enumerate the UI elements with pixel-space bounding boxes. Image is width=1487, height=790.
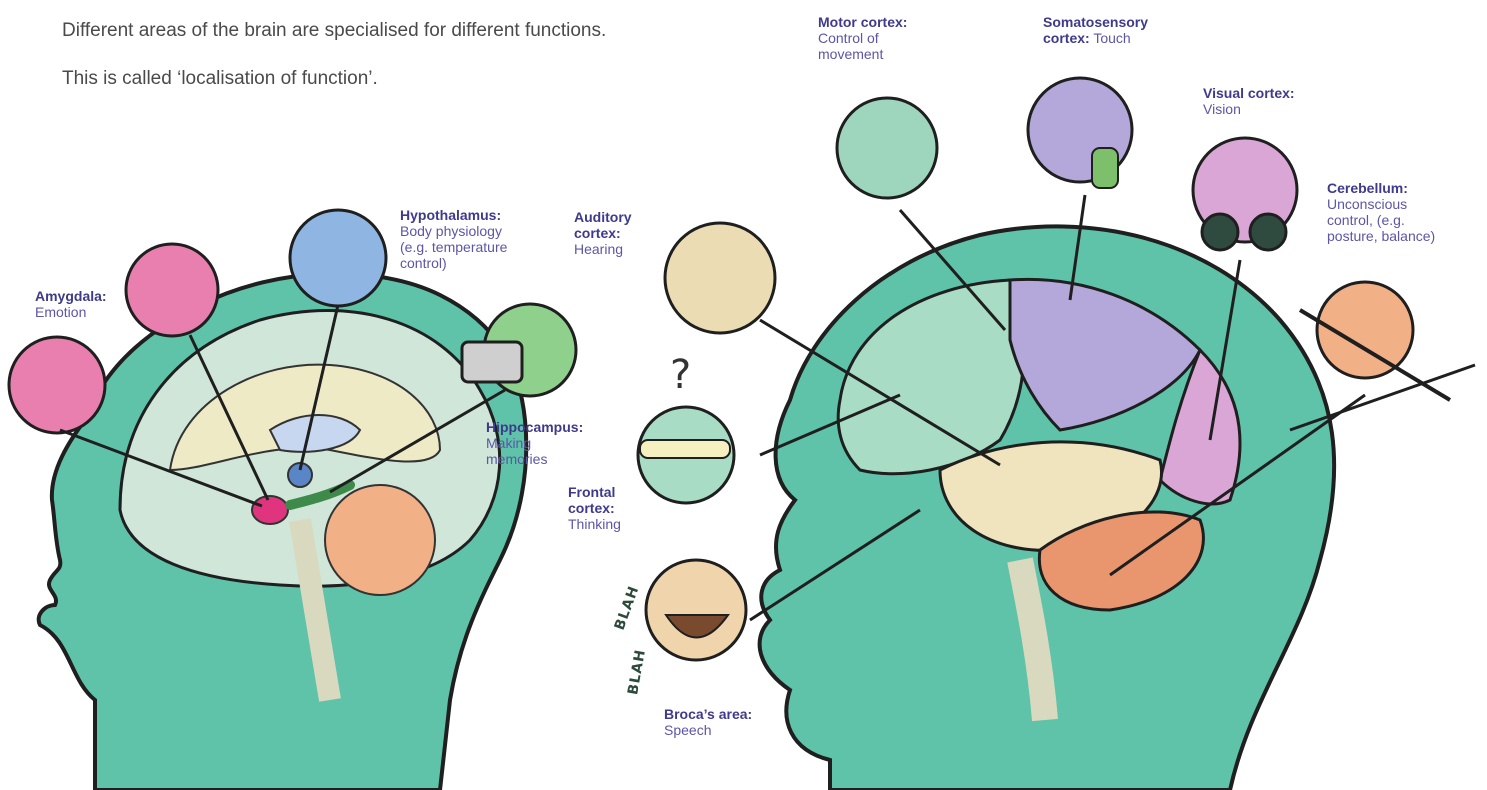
binoculars-icon: [1202, 214, 1238, 250]
label-hippocampus-text-2: memories: [486, 451, 583, 467]
label-auditory-title-2: cortex:: [574, 225, 632, 241]
label-broca-title: Broca’s area:: [664, 706, 752, 722]
label-visual: Visual cortex: Vision: [1203, 85, 1295, 117]
label-frontal-text: Thinking: [568, 516, 621, 532]
label-motor-text-2: movement: [818, 46, 907, 62]
label-frontal: Frontal cortex: Thinking: [568, 484, 621, 532]
label-amygdala-text: Emotion: [35, 304, 86, 320]
label-cerebellum-title: Cerebellum:: [1327, 180, 1435, 196]
label-cerebellum: Cerebellum: Unconscious control, (e.g. p…: [1327, 180, 1435, 244]
motor-character: [837, 98, 937, 198]
question-mark: ?: [670, 352, 691, 398]
label-hypothalamus-title: Hypothalamus:: [400, 207, 507, 223]
somatosensory-character: [1028, 78, 1132, 188]
label-broca: Broca’s area: Speech: [664, 706, 752, 738]
glasses-icon: [640, 440, 730, 458]
label-amygdala: Amygdala: Emotion: [35, 288, 107, 320]
label-cerebellum-text-2: control, (e.g.: [1327, 212, 1435, 228]
label-auditory-text: Hearing: [574, 241, 623, 257]
label-auditory-title-1: Auditory: [574, 209, 632, 225]
hypothalamus-character: [290, 210, 386, 306]
label-visual-text: Vision: [1203, 101, 1241, 117]
left-cerebellum-region: [325, 485, 435, 595]
label-frontal-title-2: cortex:: [568, 500, 621, 516]
label-cerebellum-text-1: Unconscious: [1327, 196, 1435, 212]
label-amygdala-title: Amygdala:: [35, 288, 107, 304]
label-somatosensory-title-1: Somatosensory: [1043, 14, 1148, 30]
label-hippocampus-text-1: Making: [486, 435, 583, 451]
label-auditory: Auditory cortex: Hearing: [574, 209, 632, 257]
label-somatosensory: Somatosensory cortex: Touch: [1043, 14, 1148, 46]
label-hypothalamus-text-2: (e.g. temperature: [400, 239, 507, 255]
label-motor-text-1: Control of: [818, 30, 907, 46]
label-hippocampus: Hippocampus: Making memories: [486, 419, 583, 467]
hippocampus-character: [462, 304, 576, 396]
label-hippocampus-title: Hippocampus:: [486, 419, 583, 435]
cactus-icon: [1092, 148, 1118, 188]
label-hypothalamus-text-3: control): [400, 255, 507, 271]
label-visual-title: Visual cortex:: [1203, 85, 1295, 101]
label-hypothalamus-text-1: Body physiology: [400, 223, 507, 239]
auditory-character: [665, 223, 775, 333]
label-motor-title: Motor cortex:: [818, 14, 907, 30]
right-head: [760, 226, 1335, 790]
left-head: [39, 274, 527, 790]
camera-icon: [462, 342, 522, 382]
label-somatosensory-text: Touch: [1093, 30, 1130, 46]
amygdala-region: [252, 496, 288, 524]
visual-character: [1193, 138, 1297, 250]
label-motor: Motor cortex: Control of movement: [818, 14, 907, 62]
label-somatosensory-title-2: cortex:: [1043, 30, 1090, 46]
label-cerebellum-text-3: posture, balance): [1327, 228, 1435, 244]
label-hypothalamus: Hypothalamus: Body physiology (e.g. temp…: [400, 207, 507, 271]
label-frontal-title-1: Frontal: [568, 484, 621, 500]
broca-character: [646, 560, 746, 660]
frontal-character: [638, 407, 734, 503]
label-broca-text: Speech: [664, 722, 711, 738]
